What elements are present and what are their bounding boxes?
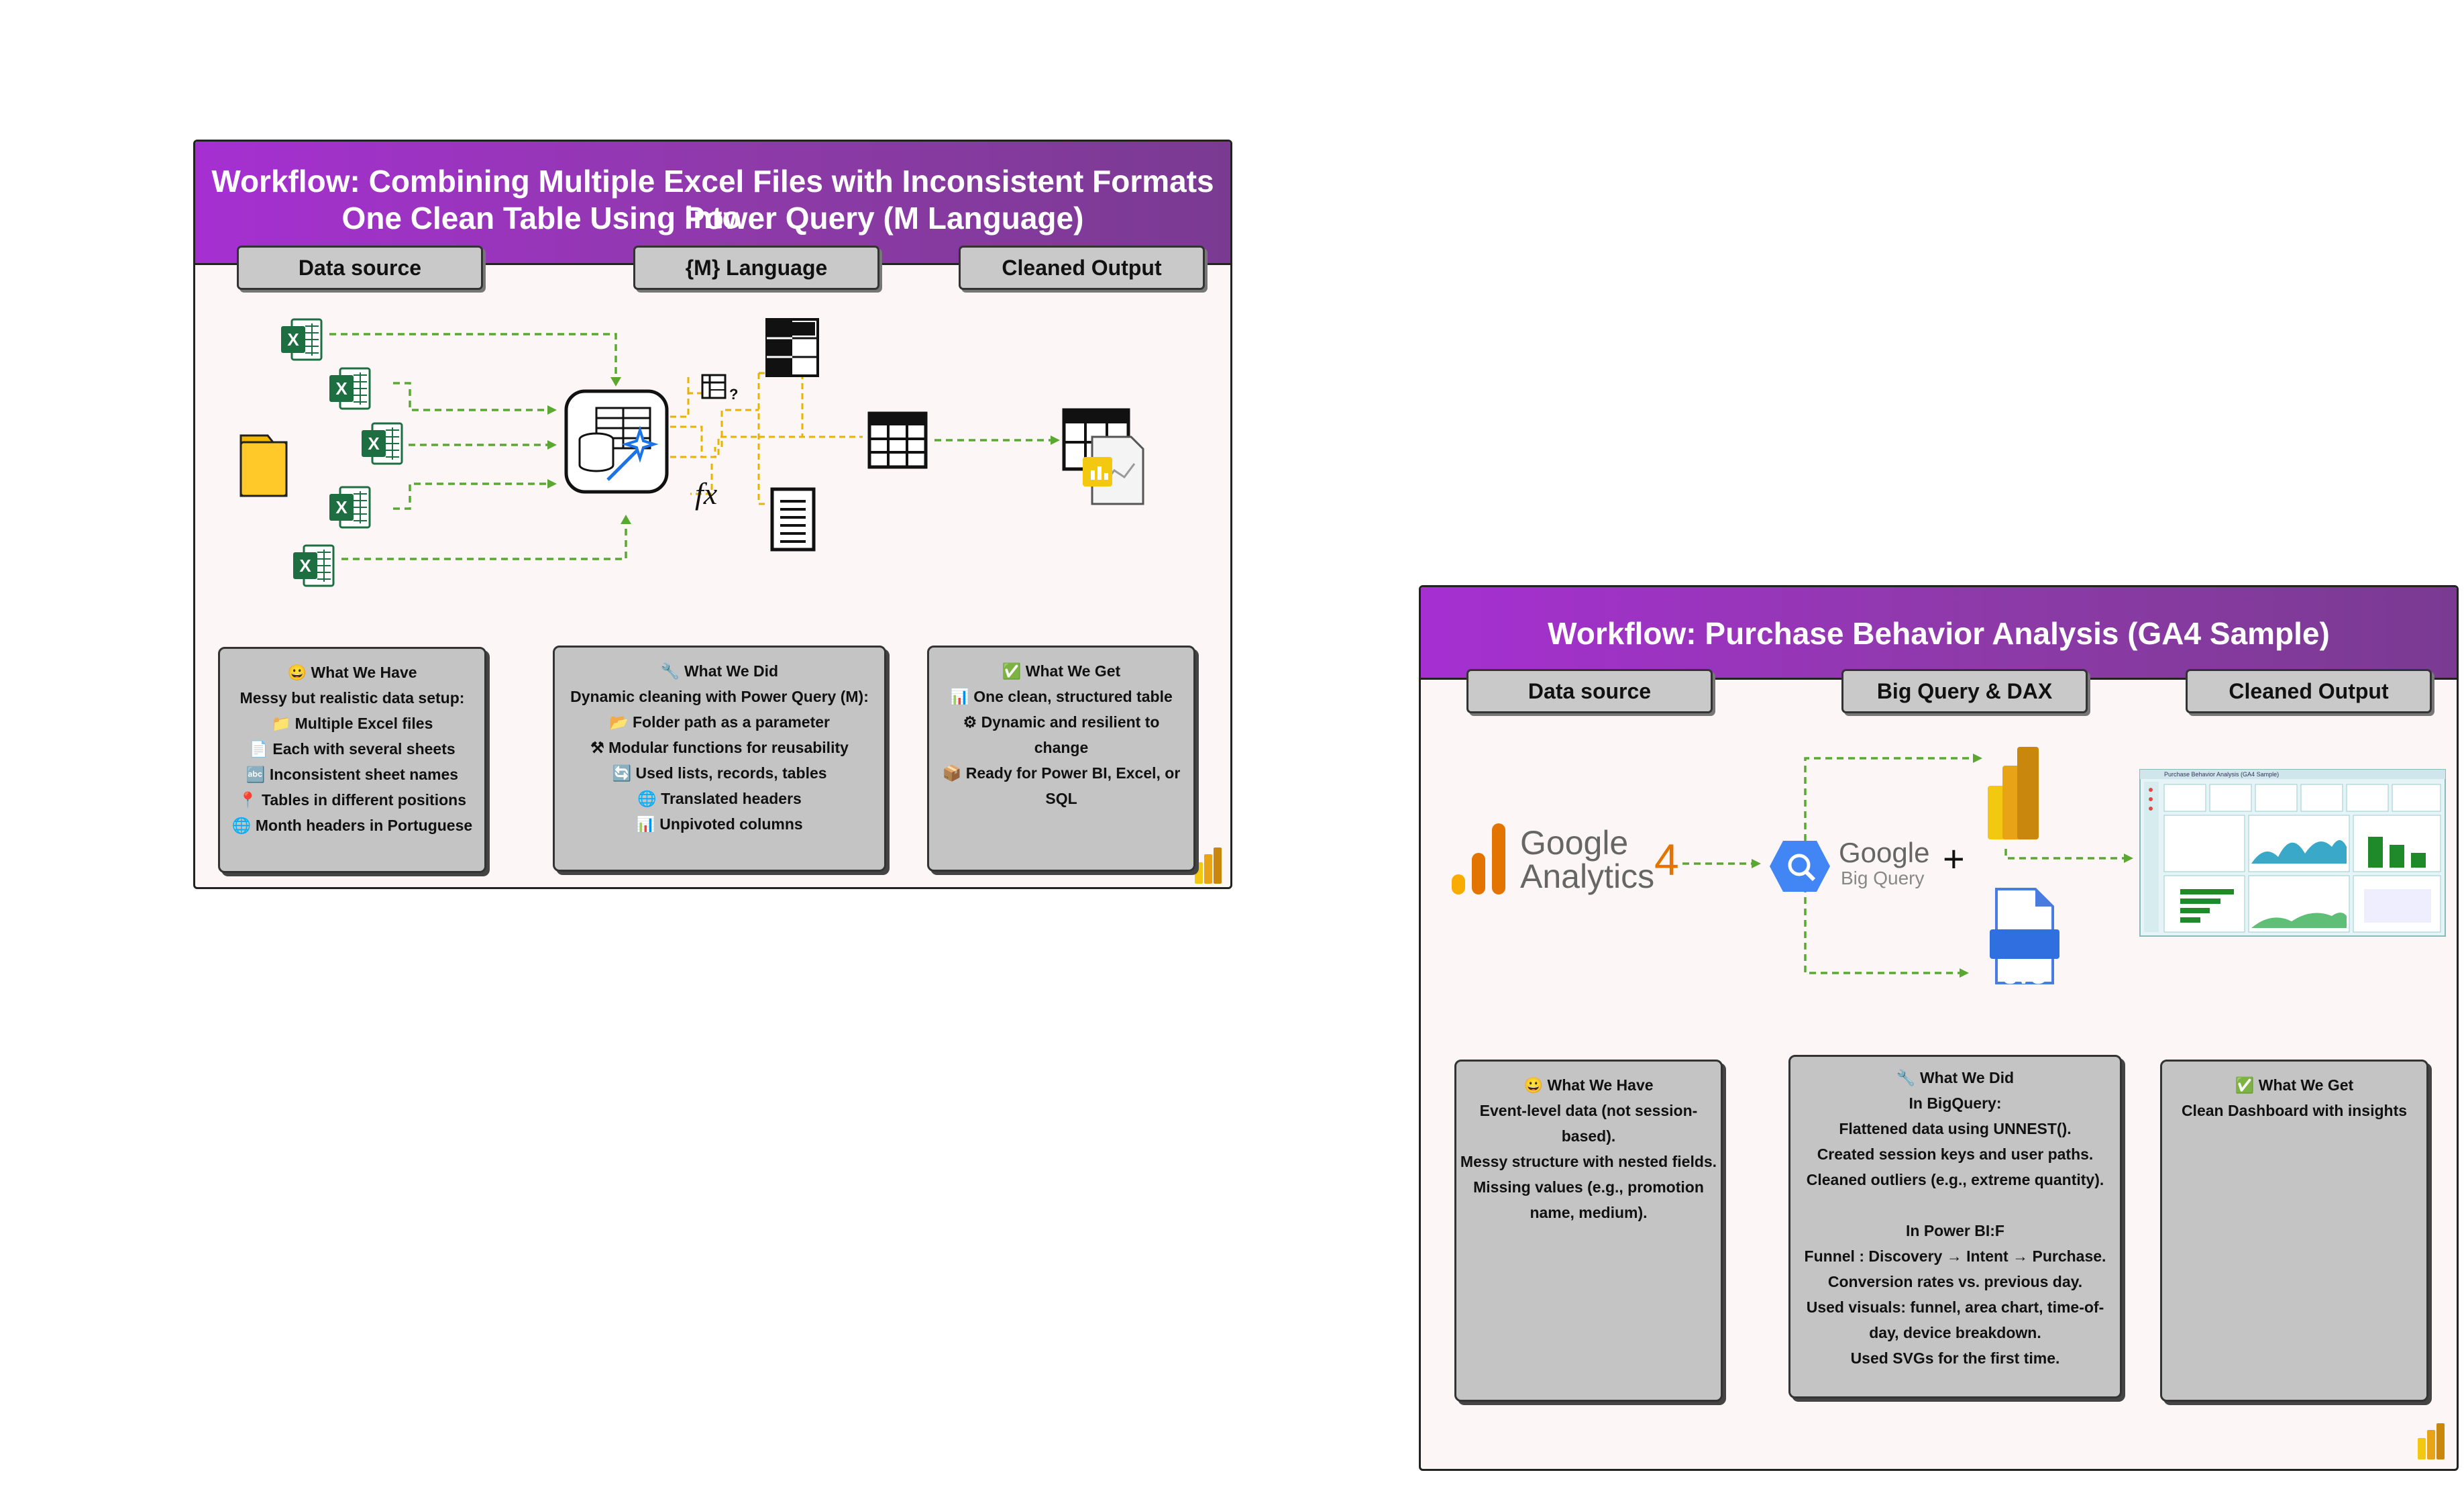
card-what-we-get: ✅ What We Get📊 One clean, structured tab… <box>927 646 1195 872</box>
flow-excel1 <box>329 333 617 378</box>
svg-text:X: X <box>335 497 347 517</box>
svg-text:?: ? <box>729 386 738 403</box>
svg-text:X: X <box>287 329 299 350</box>
tab-m-language: {M} Language <box>633 246 879 290</box>
panel-title-line2: One Clean Table Using Power Query (M Lan… <box>341 201 1084 236</box>
panel-ga4-workflow: Workflow: Purchase Behavior Analysis (GA… <box>1419 585 2459 1471</box>
tab-cleaned-output: Cleaned Output <box>2186 669 2432 713</box>
clean-table-icon <box>867 411 928 469</box>
fx-icon: fx <box>695 476 718 511</box>
svg-file-icon <box>1990 888 2059 984</box>
folder-icon <box>239 434 288 497</box>
ga-logo-line2: Analytics <box>1520 858 1655 895</box>
bq-logo-line2: Big Query <box>1841 868 1925 888</box>
bigquery-icon <box>1770 841 1830 892</box>
panel-title: Workflow: Purchase Behavior Analysis (GA… <box>1548 616 2330 651</box>
table-question-icon: ? <box>701 374 738 403</box>
tab-data-source: Data source <box>237 246 483 290</box>
dashboard-thumbnail <box>2139 769 2446 937</box>
power-bi-logo <box>2418 1423 2445 1459</box>
panel-excel-workflow: Workflow: Combining Multiple Excel Files… <box>193 140 1232 889</box>
svg-badge-text: SVG <box>2003 966 2045 988</box>
flow-excel2 <box>393 382 549 411</box>
plus-sign: + <box>1943 837 1965 880</box>
svg-text:X: X <box>368 433 380 454</box>
power-bi-icon <box>1988 747 2039 839</box>
google-analytics-icon <box>1452 823 1505 894</box>
bq-logo-line1: Google <box>1839 837 1930 868</box>
ga-logo-num: 4 <box>1654 835 1679 884</box>
table-sheets-icon <box>765 318 819 377</box>
power-query-icon <box>564 389 669 494</box>
document-icon <box>770 487 816 552</box>
panel1-diagram: X X X X <box>239 318 1222 884</box>
power-bi-logo <box>1195 848 1222 884</box>
ga-logo-line1: Google <box>1520 824 1629 862</box>
flow-excel4 <box>393 482 549 510</box>
flow-excel5 <box>341 523 627 560</box>
svg-text:X: X <box>335 378 347 399</box>
tab-cleaned-output: Cleaned Output <box>959 246 1205 290</box>
panel2-diagram: SVG <box>1452 747 2446 1459</box>
excel-icon-group: X X X X <box>281 318 403 587</box>
dashboard-title: Purchase Behavior Analysis (GA4 Sample) <box>2164 771 2280 778</box>
panel-title-line1: Workflow: Combining Multiple Excel Files… <box>211 164 1214 235</box>
tab-data-source: Data source <box>1466 669 1713 713</box>
tab-bigquery-dax: Big Query & DAX <box>1841 669 2088 713</box>
svg-text:X: X <box>299 556 311 576</box>
report-icon <box>1062 408 1144 505</box>
